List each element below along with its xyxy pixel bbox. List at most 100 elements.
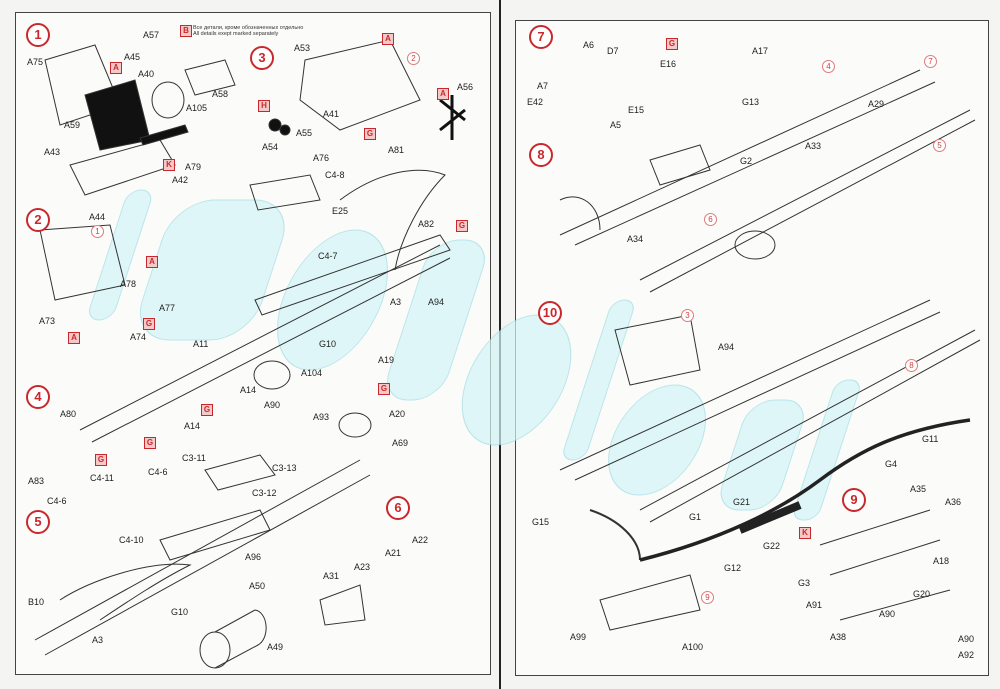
part-label: A3 — [390, 297, 402, 307]
watermark-logo — [89, 189, 860, 521]
part-label: A6 — [583, 40, 595, 50]
part-label: A21 — [385, 548, 402, 558]
part-label: A20 — [389, 409, 406, 419]
seat — [249, 174, 321, 211]
note-ru: Все детали, кроме обозначенных отдельно — [193, 25, 304, 31]
part-label: A82 — [418, 219, 435, 229]
part-label: A18 — [933, 556, 950, 566]
frame-rail-a11 — [79, 244, 451, 443]
part-label: G4 — [885, 459, 898, 469]
part-label: A93 — [313, 412, 330, 422]
part-label: C3-12 — [252, 488, 277, 498]
step-reference: 1 — [91, 225, 104, 238]
part-label: A17 — [752, 46, 769, 56]
part-label: C3-13 — [272, 463, 297, 473]
part-label: E42 — [527, 97, 544, 107]
color-code-box: A — [437, 88, 449, 100]
color-code-box: H — [258, 100, 270, 112]
color-code-box: G — [666, 38, 678, 50]
step-number: 4 — [26, 385, 50, 409]
exhaust-pipe — [639, 418, 971, 562]
step-reference: 4 — [822, 60, 835, 73]
part-label: A90 — [879, 609, 896, 619]
part-label: G11 — [922, 434, 939, 444]
part-label: A90 — [958, 634, 975, 644]
part-label: A105 — [186, 103, 208, 113]
part-label: A31 — [323, 571, 340, 581]
part-label: C4-8 — [325, 170, 345, 180]
part-label: A75 — [27, 57, 44, 67]
winch-drum — [253, 360, 291, 390]
battery-box — [204, 454, 276, 491]
part-label: A14 — [184, 421, 201, 431]
part-label: A55 — [296, 128, 313, 138]
chassis-assembled-rail-left — [559, 299, 941, 481]
part-label: A11 — [193, 339, 209, 349]
front-axle — [599, 574, 701, 631]
part-label: B10 — [28, 597, 45, 607]
part-label: C3-11 — [182, 453, 206, 463]
part-label: A104 — [301, 368, 323, 378]
part-label: A53 — [294, 43, 311, 53]
part-label: A22 — [412, 535, 429, 545]
engine-block — [299, 39, 421, 131]
part-label: A57 — [143, 30, 160, 40]
part-label: A99 — [570, 632, 587, 642]
part-label: A38 — [830, 632, 847, 642]
front-fender — [559, 196, 601, 231]
part-label: A50 — [249, 581, 266, 591]
color-note: Все детали, кроме обозначенных отдельно … — [193, 25, 303, 37]
part-label: A58 — [212, 89, 229, 99]
color-code-box: G — [378, 383, 390, 395]
part-label: G13 — [742, 97, 760, 107]
step-number: 9 — [842, 488, 866, 512]
part-label: C4-6 — [148, 467, 168, 477]
color-code-box: K — [799, 527, 811, 539]
part-label: A7 — [537, 81, 549, 91]
air-cleaner — [338, 412, 372, 438]
part-label: A73 — [39, 316, 56, 326]
color-code-box: G — [143, 318, 155, 330]
part-label: A74 — [130, 332, 147, 342]
part-label: A34 — [627, 234, 644, 244]
step-reference: 2 — [407, 52, 420, 65]
step-number: 8 — [529, 143, 553, 167]
part-label: A33 — [805, 141, 822, 151]
part-label: A80 — [60, 409, 77, 419]
color-code-box: A — [110, 62, 122, 74]
part-label: G10 — [171, 607, 189, 617]
radiator-base — [69, 139, 176, 196]
part-label: C4-10 — [119, 535, 144, 545]
floor-panel — [254, 234, 451, 316]
part-label: A54 — [262, 142, 279, 152]
part-label: A83 — [28, 476, 45, 486]
fender-b10 — [59, 563, 192, 621]
part-label: E15 — [628, 105, 645, 115]
part-label: G15 — [532, 517, 550, 527]
fender — [339, 169, 446, 271]
bracket-a31 — [319, 584, 366, 626]
part-label: A77 — [159, 303, 176, 313]
spring-assembly — [819, 509, 951, 621]
part-label: A56 — [457, 82, 474, 92]
step-reference: 5 — [933, 139, 946, 152]
color-code-box: A — [68, 332, 80, 344]
color-code-box: G — [201, 404, 213, 416]
part-label: A100 — [682, 642, 704, 652]
muffler — [738, 501, 802, 534]
part-label: A91 — [806, 600, 823, 610]
step-board — [159, 509, 271, 561]
part-label: A94 — [428, 297, 445, 307]
part-label: A44 — [89, 212, 106, 222]
part-label: D7 — [607, 46, 619, 56]
chassis-rail-left — [559, 69, 936, 246]
color-code-box-b: B — [180, 25, 192, 37]
step-reference: 7 — [924, 55, 937, 68]
headlight-bracket — [184, 59, 236, 96]
part-label: A79 — [185, 162, 202, 172]
part-label: A5 — [610, 120, 622, 130]
part-label: G2 — [740, 156, 753, 166]
color-code-box: A — [382, 33, 394, 45]
part-label: A69 — [392, 438, 409, 448]
